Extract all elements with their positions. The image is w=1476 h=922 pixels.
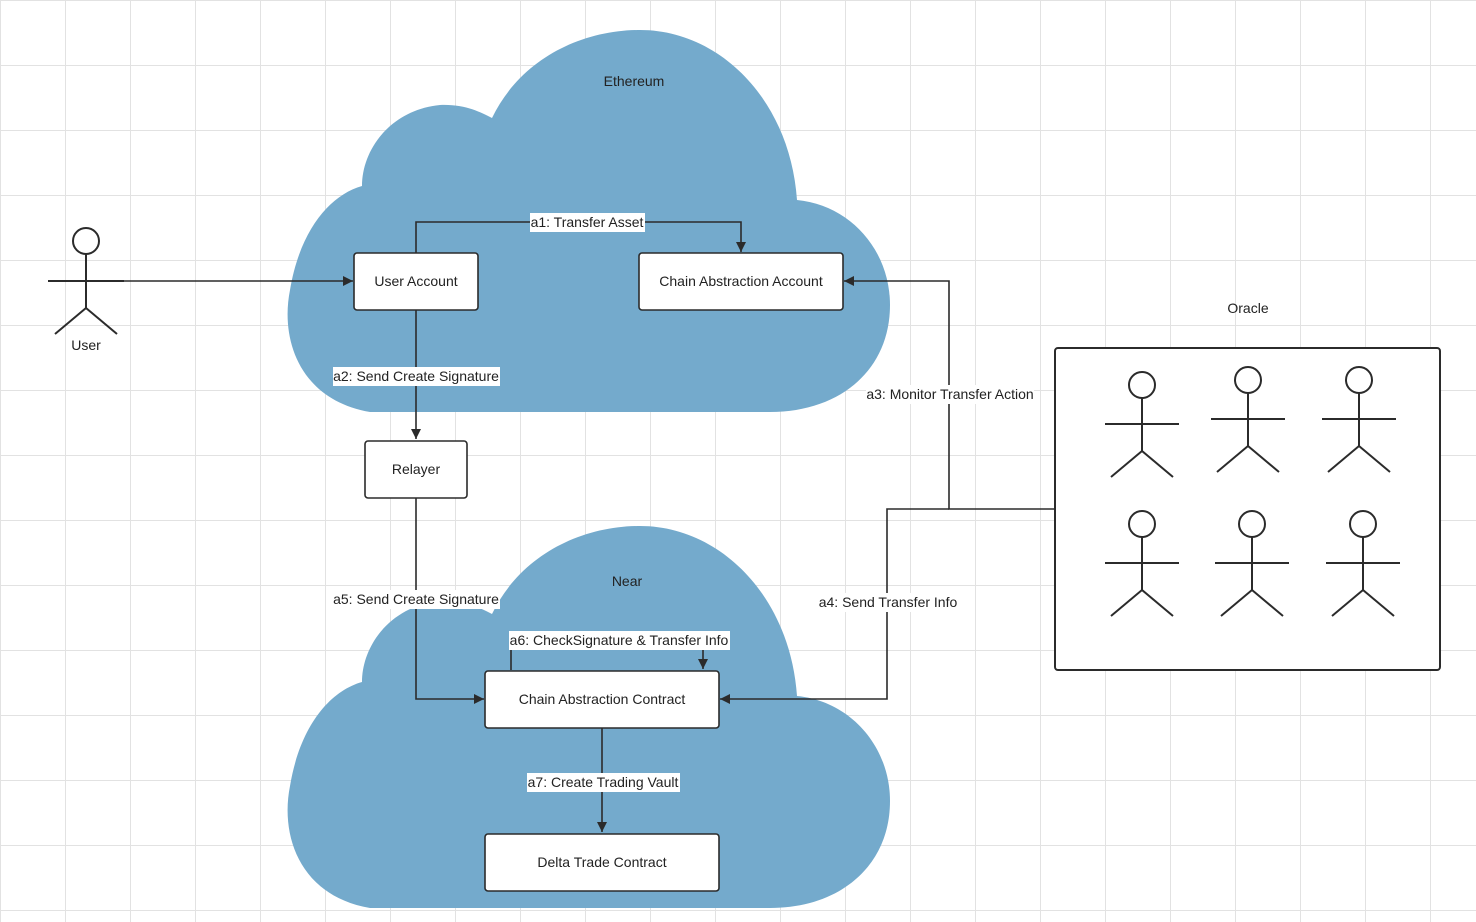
node-chain-abstraction-contract-label: Chain Abstraction Contract <box>519 691 686 707</box>
node-chain-abstraction-account-label: Chain Abstraction Account <box>659 273 823 289</box>
near-cloud-label: Near <box>612 573 643 589</box>
edge-label-a1-text: a1: Transfer Asset <box>531 214 644 230</box>
node-delta-trade-contract[interactable]: Delta Trade Contract <box>484 833 720 892</box>
edge-label-a5: a5: Send Create Signature <box>333 590 500 609</box>
oracle-actor-2 <box>1211 366 1285 473</box>
edge-label-a7: a7: Create Trading Vault <box>527 773 680 792</box>
edge-label-a3: a3: Monitor Transfer Action <box>866 385 1034 404</box>
user-actor-label: User <box>71 337 101 353</box>
oracle-actor-3 <box>1322 366 1396 473</box>
oracle-actors <box>1105 366 1400 617</box>
node-user-account[interactable]: User Account <box>353 252 479 311</box>
edge-label-a1: a1: Transfer Asset <box>530 213 645 232</box>
node-chain-abstraction-contract[interactable]: Chain Abstraction Contract <box>484 670 720 729</box>
node-relayer-label: Relayer <box>392 461 441 477</box>
oracle-actor-5 <box>1215 510 1289 617</box>
edge-a5 <box>415 498 484 704</box>
oracle-label: Oracle <box>1227 300 1268 316</box>
edge-label-a4: a4: Send Transfer Info <box>818 593 958 612</box>
edge-label-a3-text: a3: Monitor Transfer Action <box>866 386 1033 402</box>
edge-label-a2-text: a2: Send Create Signature <box>333 368 499 384</box>
edge-label-a7-text: a7: Create Trading Vault <box>528 774 679 790</box>
user-actor <box>48 227 124 335</box>
node-chain-abstraction-account[interactable]: Chain Abstraction Account <box>638 252 844 311</box>
edge-label-a2: a2: Send Create Signature <box>333 367 500 386</box>
ethereum-cloud-label: Ethereum <box>604 73 665 89</box>
oracle-actor-1 <box>1105 371 1179 478</box>
edge-label-a5-text: a5: Send Create Signature <box>333 591 499 607</box>
node-user-account-label: User Account <box>374 273 457 289</box>
oracle-actor-6 <box>1326 510 1400 617</box>
node-relayer[interactable]: Relayer <box>364 440 468 499</box>
node-delta-trade-contract-label: Delta Trade Contract <box>537 854 666 870</box>
edge-label-a6: a6: CheckSignature & Transfer Info <box>509 631 730 650</box>
edge-label-a4-text: a4: Send Transfer Info <box>819 594 958 610</box>
edge-label-a6-text: a6: CheckSignature & Transfer Info <box>510 632 729 648</box>
oracle-actor-4 <box>1105 510 1179 617</box>
